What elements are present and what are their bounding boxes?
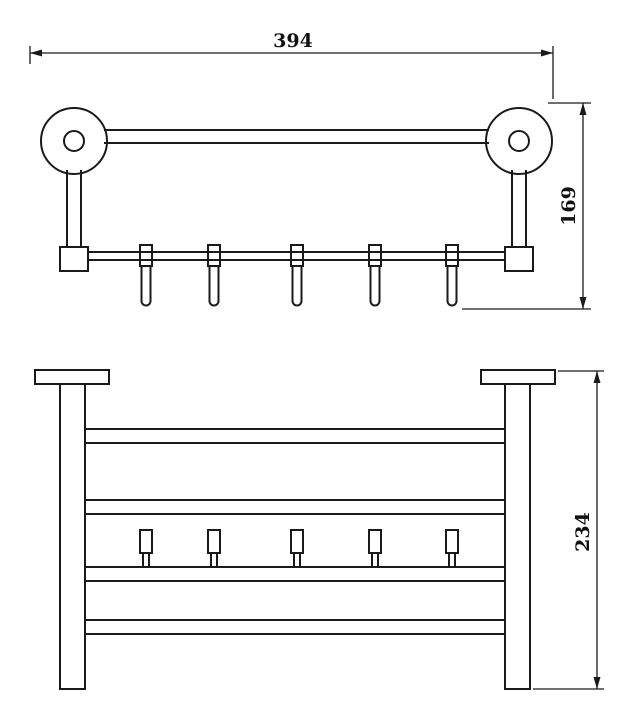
side-hook-5	[445, 529, 459, 568]
side-view	[34, 369, 556, 690]
left-bracket	[59, 246, 89, 272]
dimension-height: 169	[462, 102, 591, 310]
hook-1-clamp	[139, 244, 153, 267]
hook-3	[290, 244, 304, 307]
hook-1	[139, 244, 153, 307]
side-hook-5-clamp	[445, 529, 459, 554]
side-hook-2	[207, 529, 221, 568]
right-end-cap	[480, 369, 556, 385]
left-end-plate	[59, 383, 86, 690]
shelf-rail-4	[84, 619, 506, 635]
arrow-up-icon	[593, 371, 601, 383]
arrow-down-icon	[593, 677, 601, 689]
dimension-depth: 234	[533, 370, 604, 690]
side-hook-1-clamp	[139, 529, 153, 554]
side-hook-4	[368, 529, 382, 568]
hook-1-prong	[140, 265, 152, 307]
towel-bar	[104, 129, 489, 144]
dimension-depth-label: 234	[572, 512, 594, 552]
flange-right-inner-circle	[508, 130, 530, 152]
shelf-rail-1	[84, 428, 506, 444]
hook-rail	[87, 251, 506, 261]
front-view	[40, 107, 553, 307]
arrow-left-icon	[30, 49, 42, 57]
dimension-width-label: 394	[273, 30, 313, 52]
arrow-right-icon	[541, 49, 553, 57]
hooks-row-front	[139, 244, 459, 307]
flange-left-inner-circle	[63, 130, 85, 152]
side-hook-4-clamp	[368, 529, 382, 554]
arrow-up-icon	[579, 103, 587, 115]
dimension-height-label: 169	[558, 186, 580, 226]
hooks-row-side	[139, 529, 459, 568]
shelf-rail-2	[84, 499, 506, 515]
side-hook-3-clamp	[290, 529, 304, 554]
hook-3-prong	[291, 265, 303, 307]
hook-5	[445, 244, 459, 307]
hook-5-prong	[446, 265, 458, 307]
side-hook-2-clamp	[207, 529, 221, 554]
dimension-width: 394	[29, 30, 554, 99]
hook-2	[207, 244, 221, 307]
hook-3-clamp	[290, 244, 304, 267]
side-hook-3	[290, 529, 304, 568]
left-end-cap	[34, 369, 110, 385]
hook-4-prong	[369, 265, 381, 307]
hook-2-prong	[208, 265, 220, 307]
side-hook-1	[139, 529, 153, 568]
hook-4	[368, 244, 382, 307]
hook-5-clamp	[445, 244, 459, 267]
right-end-plate	[504, 383, 531, 690]
mounting-flange-left	[40, 107, 108, 175]
hook-2-clamp	[207, 244, 221, 267]
left-post	[66, 170, 82, 248]
right-post	[511, 170, 527, 248]
hook-4-clamp	[368, 244, 382, 267]
right-bracket	[504, 246, 534, 272]
flange-left-outer-circle	[40, 107, 108, 175]
mounting-flange-right	[485, 107, 553, 175]
shelf-rail-3-hook-rail	[84, 566, 506, 582]
arrow-down-icon	[579, 297, 587, 309]
flange-right-outer-circle	[485, 107, 553, 175]
